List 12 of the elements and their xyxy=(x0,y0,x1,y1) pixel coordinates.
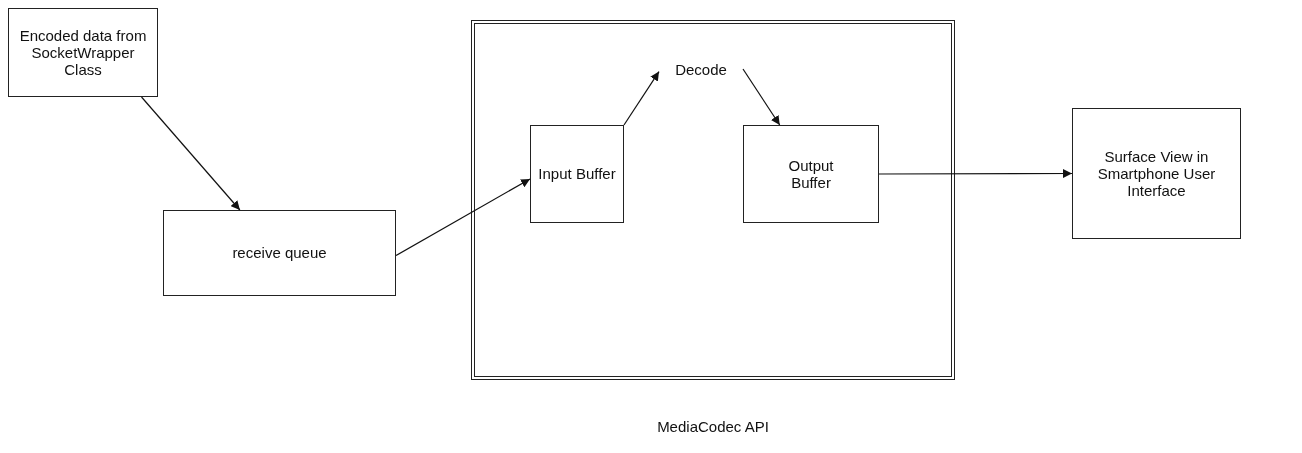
source-box: Encoded data from SocketWrapper Class xyxy=(8,8,158,97)
buffer-box: Input Buffer xyxy=(530,125,624,223)
buffer-box: Output Buffer xyxy=(743,125,879,223)
container-heading: MediaCodec API xyxy=(656,418,770,436)
arrow xyxy=(395,178,531,257)
arrow xyxy=(623,71,660,126)
display-box: Surface View in Smartphone User Interface xyxy=(1072,108,1241,239)
step-label: Decode xyxy=(659,56,743,82)
arrow xyxy=(878,169,1073,178)
arrow xyxy=(140,96,241,211)
arrow xyxy=(742,68,781,126)
queue-box: receive queue xyxy=(163,210,396,296)
